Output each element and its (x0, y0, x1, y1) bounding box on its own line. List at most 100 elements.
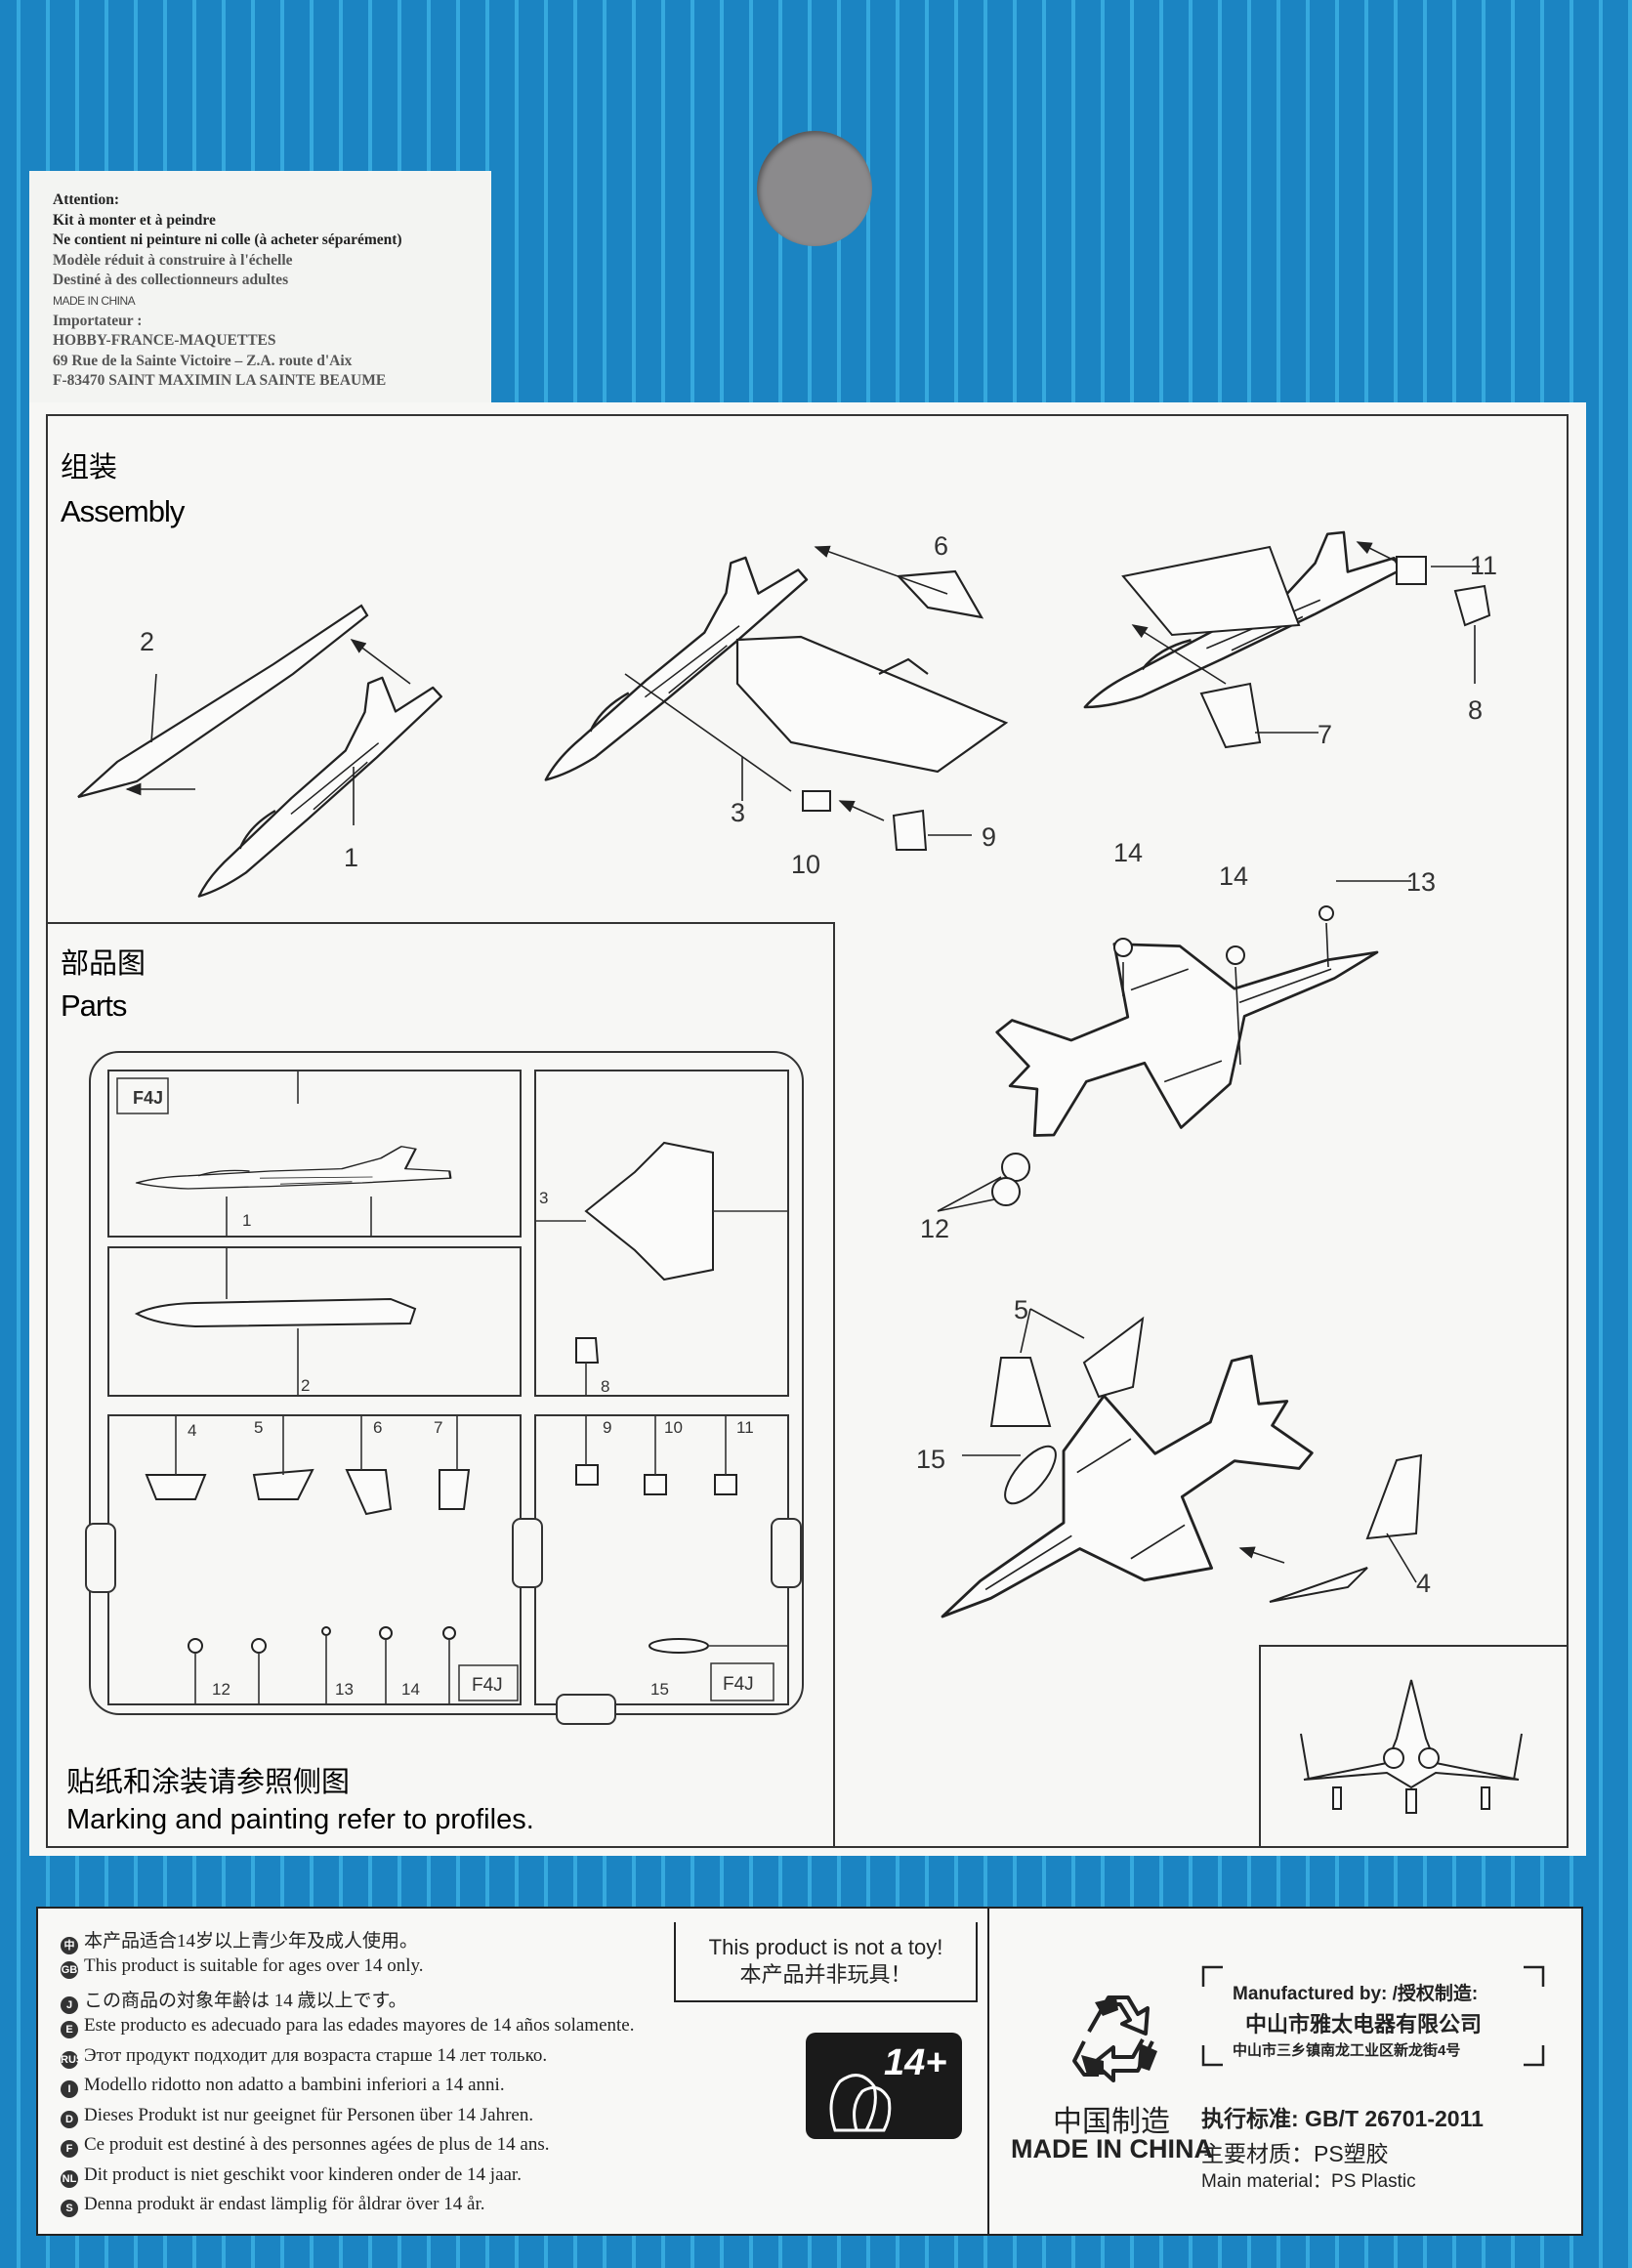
warning-text: Este producto es adecuado para las edade… (84, 2015, 635, 2036)
attention-line: Modèle réduit à construire à l'échelle (53, 251, 293, 269)
parts-title-en: Parts (61, 988, 127, 1023)
part-5-drawing (252, 1468, 314, 1500)
callout-15: 15 (916, 1445, 945, 1474)
warning-text: Dieses Produkt ist nur geeignet für Pers… (84, 2105, 534, 2125)
main-material-cn: 主要材质：PS塑胶 (1201, 2141, 1389, 2166)
part-8-drawing (1453, 584, 1491, 627)
language-icon: 中 (61, 1937, 78, 1954)
front-view-box (1259, 1645, 1569, 1848)
part-15-drawing (1004, 1445, 1057, 1505)
recycle-icon (1072, 1995, 1157, 2082)
part-9-drawing (892, 809, 928, 851)
main-material-en: Main material：PS Plastic (1201, 2171, 1416, 2192)
callout-4: 4 (1416, 1569, 1431, 1598)
callout-8: 8 (1468, 695, 1483, 725)
age-badge-text: 14+ (884, 2042, 947, 2083)
sprue-frame (85, 1051, 804, 1725)
part-number-11: 11 (736, 1418, 754, 1437)
part-12-drawing (1001, 1153, 1030, 1182)
part-number-6: 6 (373, 1418, 382, 1437)
callout-3: 3 (731, 798, 745, 827)
standard-number: 执行标准: GB/T 26701-2011 (1201, 2106, 1484, 2131)
part-number-1: 1 (242, 1211, 251, 1230)
part-12-drawing (188, 1638, 203, 1654)
part-14-drawing (1226, 945, 1245, 965)
part-10-drawing (802, 790, 831, 812)
callout-14: 14 (1219, 861, 1248, 891)
language-icon: J (61, 1996, 78, 2014)
callout-7: 7 (1318, 720, 1332, 749)
warning-text: Denna produkt är endast lämplig för åldr… (84, 2194, 485, 2214)
made-in-china-cn: 中国制造 (1053, 2106, 1170, 2138)
callout-5: 5 (1014, 1295, 1028, 1324)
warning-text: Modello ridotto non adatto a bambini inf… (84, 2075, 505, 2095)
callout-14: 14 (1113, 838, 1143, 867)
manufacturer-bracket (1201, 1965, 1545, 2067)
wing-part (735, 635, 1009, 774)
warning-line: I Modello ridotto non adatto a bambini in… (61, 2075, 505, 2098)
warning-line: RUSЭтот продукт подходит для возраста ст… (61, 2045, 547, 2069)
part-14-drawing (1113, 938, 1133, 957)
manufacturer-address: 中山市三乡镇南龙工业区新龙街4号 (1233, 2042, 1461, 2059)
part-8-drawing (575, 1337, 600, 1364)
part-number-5: 5 (254, 1418, 263, 1437)
part-number-9: 9 (603, 1418, 611, 1437)
attention-line: Importateur : (53, 312, 143, 329)
language-icon: F (61, 2140, 78, 2158)
part-10-drawing (644, 1474, 667, 1495)
callout-2: 2 (140, 627, 154, 656)
sprue-label: F4J (472, 1675, 503, 1696)
part-number-3: 3 (539, 1189, 548, 1207)
warning-text: Dit product is niet geschikt voor kinder… (84, 2164, 522, 2185)
hanger-hole (757, 131, 872, 246)
part-number-12: 12 (212, 1680, 230, 1699)
part-number-10: 10 (664, 1418, 683, 1437)
warning-line: F Ce produit est destiné à des personnes … (61, 2134, 549, 2158)
language-icon: NL (61, 2170, 78, 2188)
part-12-drawing (251, 1638, 267, 1654)
fuselage-half-part (77, 604, 369, 799)
part-13-drawing (321, 1626, 331, 1636)
callout-11: 11 (1470, 551, 1497, 580)
part-13-drawing (1318, 905, 1334, 921)
language-icon: GB (61, 1961, 78, 1979)
warning-line: 中本产品适合14岁以上青少年及成人使用。 (61, 1926, 418, 1954)
language-icon: D (61, 2111, 78, 2128)
part-14-drawing (442, 1626, 456, 1640)
attention-line: HOBBY-FRANCE-MAQUETTES (53, 332, 276, 350)
part-7-drawing (439, 1469, 471, 1510)
panel-divider (987, 1907, 989, 2236)
attention-line: F-83470 SAINT MAXIMIN LA SAINTE BEAUME (53, 372, 387, 390)
sprue-label: F4J (723, 1674, 754, 1695)
callout-10: 10 (791, 850, 820, 879)
attention-line: Kit à monter et à peindre (53, 211, 216, 229)
made-in-china-en: MADE IN CHINA (1011, 2134, 1213, 2163)
assembly-title-en: Assembly (61, 494, 186, 528)
part-14-drawing (379, 1626, 393, 1640)
warning-text: Ce produit est destiné à des personnes a… (84, 2134, 550, 2155)
callout-6: 6 (934, 531, 948, 561)
part-5-drawing (989, 1357, 1052, 1427)
part-number-4: 4 (188, 1421, 196, 1440)
warning-text: 本产品适合14岁以上青少年及成人使用。 (84, 1931, 419, 1952)
age-14-plus-badge: 14+ (806, 2033, 962, 2139)
part-4-drawing (145, 1474, 207, 1500)
language-icon: I (61, 2080, 78, 2098)
part-15-drawing (649, 1638, 709, 1654)
assembly-diagram: 组装 Assembly (61, 451, 1523, 1835)
warning-text: Этот продукт подходит для возраста старш… (84, 2045, 548, 2066)
part-5-drawing (1082, 1316, 1145, 1399)
jet-underside-drawing (975, 859, 1412, 1180)
part-number-15: 15 (650, 1680, 669, 1699)
parts-title-cn: 部品图 (61, 947, 146, 980)
warning-text: この商品の対象年齢は 14 歳以上です。 (84, 1991, 407, 2011)
part-3-drawing (584, 1141, 714, 1281)
jet-fuselage-drawing (158, 651, 454, 906)
part-number-2: 2 (301, 1376, 310, 1395)
attention-line: Ne contient ni peinture ni colle (à ache… (53, 231, 402, 249)
marking-note-cn: 贴纸和涂装请参照侧图 (66, 1766, 350, 1798)
wing-drawing (1121, 545, 1301, 637)
